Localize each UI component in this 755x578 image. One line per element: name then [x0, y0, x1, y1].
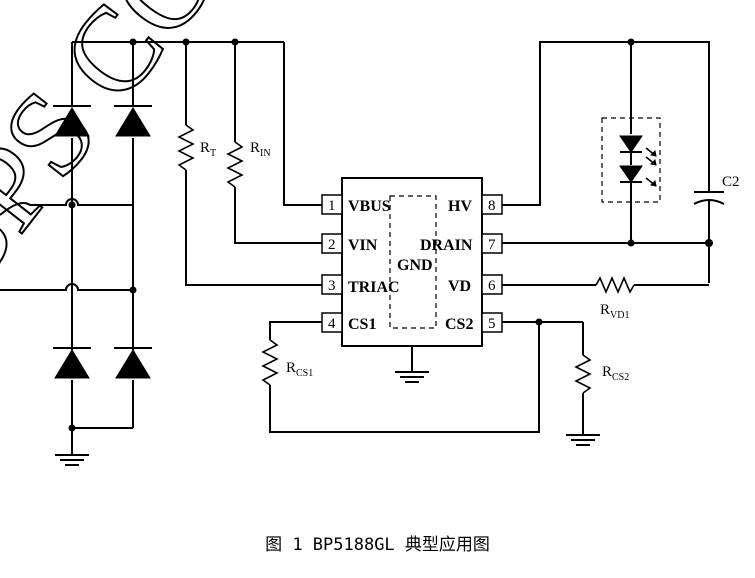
vbus-wire: [283, 42, 322, 206]
led-module-box: [601, 117, 661, 203]
svg-text:VIN: VIN: [348, 237, 378, 254]
resistor-rvd1: [502, 275, 709, 295]
pin-5-cs2: 5 CS2: [445, 312, 503, 333]
resistor-rcs2: [502, 321, 592, 435]
pin-1-vbus: 1 VBUS: [321, 194, 391, 215]
led-string: [601, 42, 661, 243]
bridge-diode-bottom-right: [114, 347, 152, 379]
gnd-label: GND: [397, 257, 433, 274]
svg-text:TRIAC: TRIAC: [348, 279, 400, 296]
svg-text:1: 1: [328, 198, 336, 214]
pin-2-vin: 2 VIN: [321, 233, 378, 254]
svg-text:5: 5: [488, 316, 496, 332]
pin-7-drain: 7 DRAIN: [420, 233, 503, 254]
pin-4-cs1: 4 CS1: [321, 312, 376, 333]
bridge-diode-top-right: [114, 105, 152, 137]
svg-text:VBUS: VBUS: [348, 198, 391, 215]
svg-text:3: 3: [328, 278, 336, 294]
svg-text:6: 6: [488, 278, 496, 294]
svg-text:2: 2: [328, 237, 336, 253]
svg-text:VD: VD: [448, 278, 471, 295]
svg-text:DRAIN: DRAIN: [420, 237, 473, 254]
svg-text:8: 8: [488, 198, 496, 214]
pin-6-vd: 6 VD: [448, 274, 503, 295]
ground-symbol-rcs2: [566, 434, 600, 446]
svg-text:HV: HV: [448, 198, 472, 215]
rcs1-label: RCS1: [286, 360, 313, 379]
ground-symbol-bridge: [55, 454, 89, 466]
pin-3-triac: 3 TRIAC: [321, 274, 400, 296]
rt-label: RT: [200, 140, 216, 159]
svg-text:CS2: CS2: [445, 316, 473, 333]
exposed-pad: [389, 195, 437, 329]
resistor-rt: [177, 42, 322, 286]
rin-label: RIN: [250, 140, 271, 159]
pin-8-hv: 8 HV: [448, 194, 503, 215]
ground-symbol-chip: [395, 371, 429, 383]
rvd1-label: RVD1: [600, 302, 629, 321]
bridge-rectifier: [0, 42, 152, 455]
rcs2-label: RCS2: [602, 364, 629, 383]
svg-text:CS1: CS1: [348, 316, 376, 333]
resistor-rin: [226, 42, 322, 244]
bridge-diode-top-left: [53, 105, 91, 137]
figure-caption: 图 1 BP5188GL 典型应用图: [265, 535, 490, 555]
resistor-rcs1: [261, 321, 540, 433]
hv-wire: [502, 41, 710, 206]
capacitor-c2: [693, 191, 725, 283]
svg-text:4: 4: [328, 316, 336, 332]
watermark-text: BPS CON: [0, 0, 296, 316]
bridge-diode-bottom-left: [53, 347, 91, 379]
svg-text:7: 7: [488, 237, 496, 253]
c2-label: C2: [722, 174, 740, 190]
ic-chip: GND: [341, 177, 483, 372]
